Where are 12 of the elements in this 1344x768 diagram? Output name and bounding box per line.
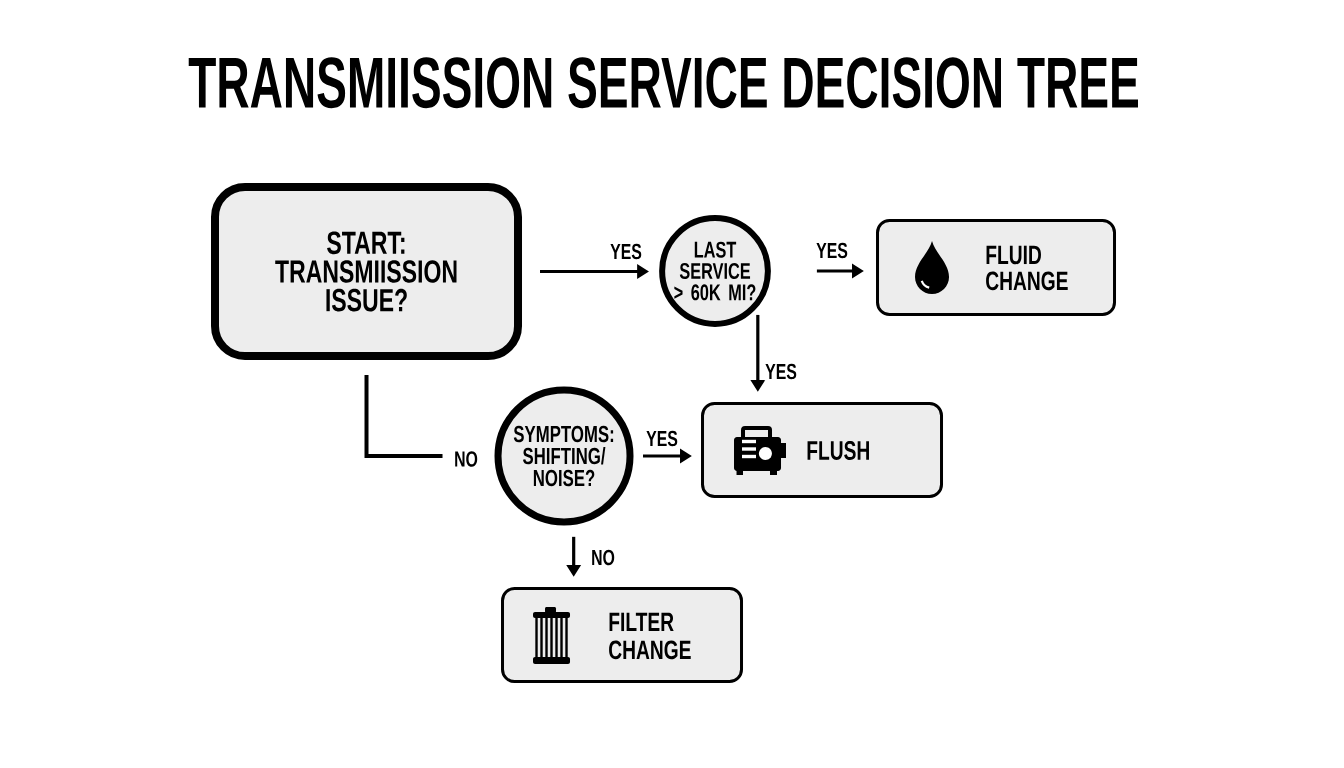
edge-label: YES bbox=[815, 241, 849, 260]
edge-label: YES bbox=[764, 362, 798, 381]
start-box: START: TRANSMIISSION ISSUE? bbox=[211, 183, 522, 360]
edge-label: YES bbox=[645, 429, 679, 448]
process-box: FILTER CHANGE bbox=[501, 587, 743, 683]
edge-label: YES bbox=[609, 242, 643, 261]
connector-line bbox=[364, 375, 443, 458]
title: TRANSMIISSION SERVICE DECISION TREE bbox=[188, 57, 1138, 109]
edge-label: NO bbox=[453, 450, 479, 468]
process-box: FLUSH bbox=[701, 402, 943, 498]
process-box: FLUID CHANGE bbox=[876, 219, 1116, 316]
edge-label: NO bbox=[590, 548, 616, 567]
